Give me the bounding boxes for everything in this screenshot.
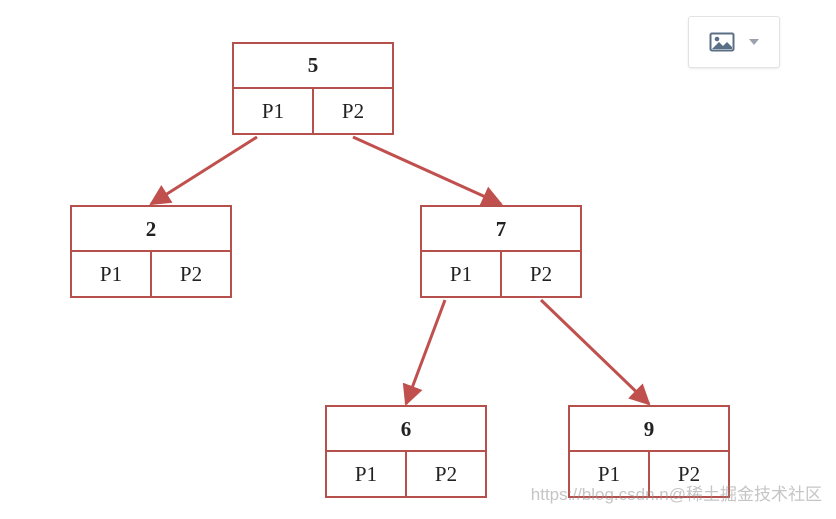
edge-n7-p1-to-n6 — [402, 299, 447, 406]
image-options-dropdown[interactable] — [688, 16, 780, 68]
node-key: 9 — [644, 417, 655, 441]
pointer-label-p2: P2 — [530, 262, 552, 286]
pointer-label-p1: P1 — [355, 462, 377, 486]
node-key: 7 — [496, 217, 507, 241]
tree-node-7: 7 P1 P2 — [420, 205, 582, 298]
pointer-label-p1: P1 — [598, 462, 620, 486]
watermark: https://blog.csdn.n@稀土掘金技术社区 — [530, 485, 822, 504]
tree-node-6: 6 P1 P2 — [325, 405, 487, 498]
pointer-label-p1: P1 — [450, 262, 472, 286]
edge-n7-p2-to-n9 — [539, 298, 651, 406]
pointer-label-p1: P1 — [100, 262, 122, 286]
pointer-label-p2: P2 — [180, 262, 202, 286]
tree-node-2: 2 P1 P2 — [70, 205, 232, 298]
edges — [149, 135, 651, 406]
pointer-label-p2: P2 — [342, 99, 364, 123]
tree-node-9: 9 P1 P2 — [568, 405, 730, 498]
edge-n5-p2-to-n7 — [352, 135, 503, 206]
node-key: 6 — [401, 417, 412, 441]
caret-down-icon — [749, 39, 759, 45]
image-icon — [709, 32, 735, 52]
tree-node-5: 5 P1 P2 — [232, 42, 394, 135]
pointer-label-p1: P1 — [262, 99, 284, 123]
node-key: 5 — [308, 53, 319, 77]
pointer-label-p2: P2 — [678, 462, 700, 486]
edge-n5-p1-to-n2 — [149, 135, 258, 206]
node-key: 2 — [146, 217, 157, 241]
pointer-label-p2: P2 — [435, 462, 457, 486]
